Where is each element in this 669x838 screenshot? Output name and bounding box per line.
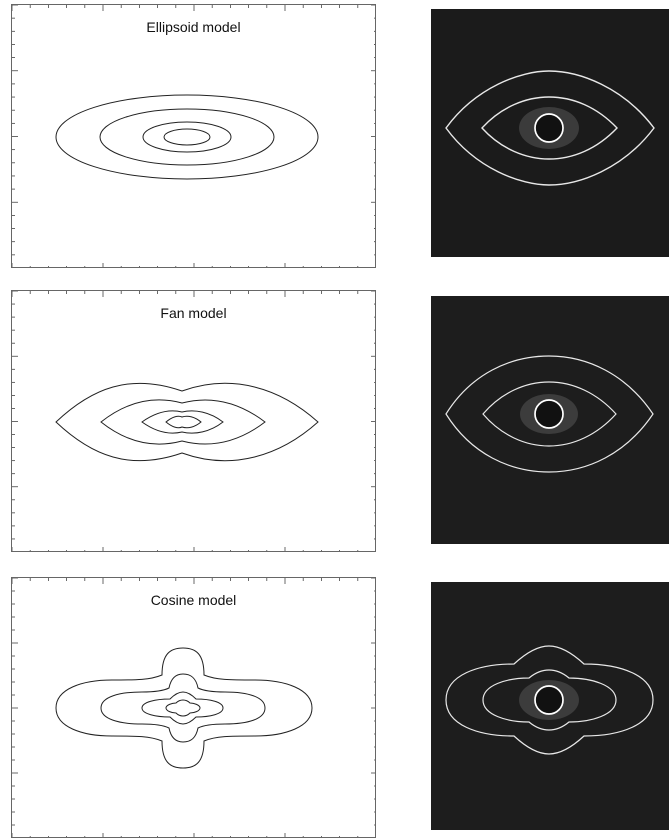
cosine-model-image (431, 582, 669, 830)
fan-model-plot: Fan model (11, 290, 376, 552)
fan-model-contours (12, 291, 375, 551)
cosine-image-contour-middle (482, 669, 617, 731)
cosine-model-title: Cosine model (150, 592, 237, 608)
cosine-model-plot: Cosine model (11, 577, 376, 838)
ellipsoid-model-image (431, 9, 669, 257)
ellipsoid-contour-third (142, 121, 232, 153)
cosine-contour-inner (165, 699, 201, 717)
ellipsoid-image-contour-outer (445, 70, 655, 186)
cosine-model-contours (12, 578, 375, 837)
fan-image-contour-outer (445, 355, 654, 473)
ellipsoid-contour-inner (163, 128, 211, 146)
ellipsoid-model-contours (12, 5, 375, 267)
fan-contour-third (141, 410, 224, 434)
ellipsoid-model-plot: Ellipsoid model (11, 4, 376, 268)
ellipsoid-model-title: Ellipsoid model (146, 19, 241, 35)
fan-contour-inner (165, 415, 202, 429)
fan-image-contour-middle (482, 381, 617, 447)
fan-contour-outer (55, 382, 319, 462)
fan-contour-second (100, 399, 266, 445)
cosine-ticks (12, 578, 375, 837)
cosine-image-core (534, 685, 564, 715)
cosine-image-contour-outer (445, 645, 654, 755)
ellipsoid-image-core (534, 113, 564, 143)
ellipsoid-contour-outer (55, 94, 319, 180)
fan-ticks (12, 291, 375, 551)
cosine-contour-third (141, 691, 224, 725)
ellipsoid-contour-second (99, 108, 275, 166)
cosine-image-contours (431, 582, 669, 830)
ellipsoid-image-contours (431, 9, 669, 257)
fan-model-title: Fan model (160, 305, 227, 321)
fan-model-image (431, 296, 669, 544)
cosine-contour-outer (55, 647, 313, 769)
ellipsoid-image-contour-middle (481, 96, 618, 160)
fan-image-contours (431, 296, 669, 544)
cosine-contour-second (100, 673, 266, 743)
ellipsoid-ticks (12, 5, 375, 267)
fan-image-core (534, 399, 564, 429)
